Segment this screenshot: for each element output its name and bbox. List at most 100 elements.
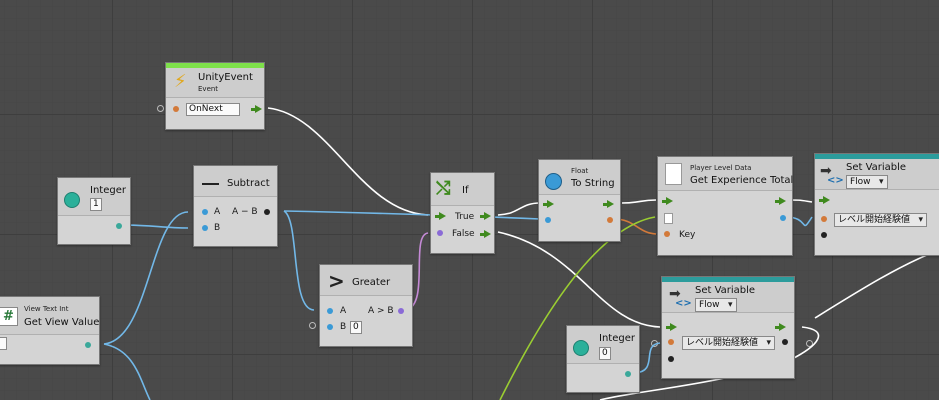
wire-false-to-setvar2 (497, 231, 661, 328)
branch-icon: ⤭ (436, 178, 451, 199)
port-label-key: Key (679, 230, 696, 240)
wire-subtract-to-tostring (283, 210, 541, 220)
node-title: Integer (90, 185, 126, 196)
greater-node[interactable]: > Greater A A > B B 0 (319, 264, 413, 347)
wire-integer-to-subtract (123, 224, 189, 229)
output-pin[interactable] (625, 371, 631, 377)
condition-pin[interactable] (437, 230, 443, 236)
value-pin[interactable] (821, 216, 827, 222)
output-pin[interactable] (607, 217, 613, 223)
unconnected-port[interactable] (651, 340, 658, 347)
hash-icon: # (0, 307, 18, 326)
node-subtitle: View Text Int (24, 305, 69, 313)
port-label-a: A (214, 207, 221, 217)
flow-in-arrow[interactable] (819, 196, 830, 204)
flow-in-arrow[interactable] (662, 197, 673, 205)
value-pin[interactable] (668, 339, 674, 345)
integer-node-0[interactable]: Integer 0 (566, 325, 640, 393)
node-subtitle: Player Level Data (690, 164, 752, 172)
wire-event-to-if (267, 107, 429, 216)
input-pin-a[interactable] (327, 308, 333, 314)
unconnected-port[interactable] (806, 340, 813, 347)
flow-out-arrow[interactable] (251, 105, 262, 113)
output-pin[interactable] (85, 342, 91, 348)
node-title: Get Experience Total (690, 175, 794, 186)
unconnected-port[interactable] (157, 105, 164, 112)
wire-subtract-to-greater (283, 210, 315, 311)
input-pin[interactable] (545, 217, 551, 223)
flow-in-arrow[interactable] (666, 323, 677, 331)
set-variable-node-2[interactable]: ➡ Set Variable <> Flow レベル開始経験値 (661, 276, 795, 379)
input-pin[interactable] (782, 339, 788, 345)
blue-circle-icon (545, 173, 562, 190)
node-subtitle: Float (571, 167, 589, 175)
input-pin[interactable] (821, 232, 827, 238)
port-label-true: True (455, 212, 475, 222)
flow-true-arrow[interactable] (480, 212, 491, 220)
port-label-result: A > B (368, 306, 394, 316)
flow-false-arrow[interactable] (480, 230, 491, 238)
integer-node-1[interactable]: Integer 1 (57, 177, 131, 245)
document-icon (665, 163, 682, 185)
output-pin[interactable] (116, 223, 122, 229)
wire-player-flow-setvar1 (789, 199, 813, 203)
flow-in-arrow[interactable] (435, 212, 446, 220)
input-pin-b[interactable] (327, 324, 333, 330)
unity-event-node[interactable]: ⚡ UnityEvent Event OnNext (165, 62, 265, 130)
minus-icon (202, 183, 219, 185)
integer-value-field[interactable]: 0 (599, 347, 611, 360)
wire-viewtext-down (103, 343, 151, 400)
view-text-node[interactable]: # View Text Int Get View Value 0 (0, 296, 100, 365)
output-pin[interactable] (398, 308, 404, 314)
node-title: Set Variable (846, 162, 907, 173)
lightning-icon: ⚡ (174, 71, 187, 92)
node-title: Greater (352, 277, 391, 288)
if-node[interactable]: ⤭ If True False (430, 172, 495, 254)
value-field[interactable]: 0 (0, 337, 7, 350)
player-level-node[interactable]: Player Level Data Get Experience Total K… (657, 156, 793, 256)
arrow-right-icon: ➡ (669, 286, 681, 302)
input-pin-b[interactable] (202, 225, 208, 231)
flow-kind-dropdown[interactable]: Flow (695, 298, 737, 312)
flow-kind-dropdown[interactable]: Flow (846, 175, 888, 189)
port-label-b: B (214, 223, 221, 233)
greater-than-icon: > (328, 269, 345, 293)
green-circle-icon (573, 340, 589, 356)
flow-out-arrow[interactable] (775, 197, 786, 205)
output-pin[interactable] (780, 215, 786, 221)
subtract-node[interactable]: Subtract A A − B B (193, 165, 278, 247)
node-title: UnityEvent (198, 72, 253, 83)
port-label-result: A − B (232, 207, 258, 217)
port-label-b: B (340, 322, 347, 332)
document-icon (664, 213, 673, 224)
node-accent-bar (662, 277, 794, 282)
code-brackets-icon: <> (827, 175, 844, 186)
wire-setvar1-down (814, 249, 939, 319)
node-title: Subtract (227, 178, 270, 189)
unconnected-port[interactable] (309, 322, 316, 329)
flow-in-arrow[interactable] (543, 200, 554, 208)
key-pin[interactable] (664, 231, 670, 237)
output-pin[interactable] (264, 209, 270, 215)
node-accent-bar (815, 154, 939, 159)
to-string-node[interactable]: Float To String (538, 159, 621, 242)
port-label-a: A (340, 306, 347, 316)
integer-value-field[interactable]: 1 (90, 198, 102, 211)
green-circle-icon (64, 192, 80, 208)
flow-out-arrow[interactable] (775, 323, 786, 331)
node-accent-bar (166, 63, 264, 68)
input-pin-a[interactable] (202, 209, 208, 215)
event-name-field[interactable]: OnNext (186, 103, 240, 116)
node-title: If (462, 185, 469, 196)
flow-out-arrow[interactable] (603, 200, 614, 208)
variable-dropdown[interactable]: レベル開始経験値 (682, 336, 776, 350)
wire-true-to-tostring (497, 202, 541, 216)
node-title: To String (571, 178, 615, 189)
input-pin[interactable] (668, 356, 674, 362)
port-label-false: False (452, 229, 475, 239)
value-b-field[interactable]: 0 (350, 321, 362, 334)
set-variable-node-1[interactable]: ➡ Set Variable <> Flow レベル開始経験値 (814, 153, 939, 256)
variable-dropdown[interactable]: レベル開始経験値 (834, 213, 928, 227)
node-title: Set Variable (695, 285, 756, 296)
target-pin[interactable] (173, 106, 179, 112)
